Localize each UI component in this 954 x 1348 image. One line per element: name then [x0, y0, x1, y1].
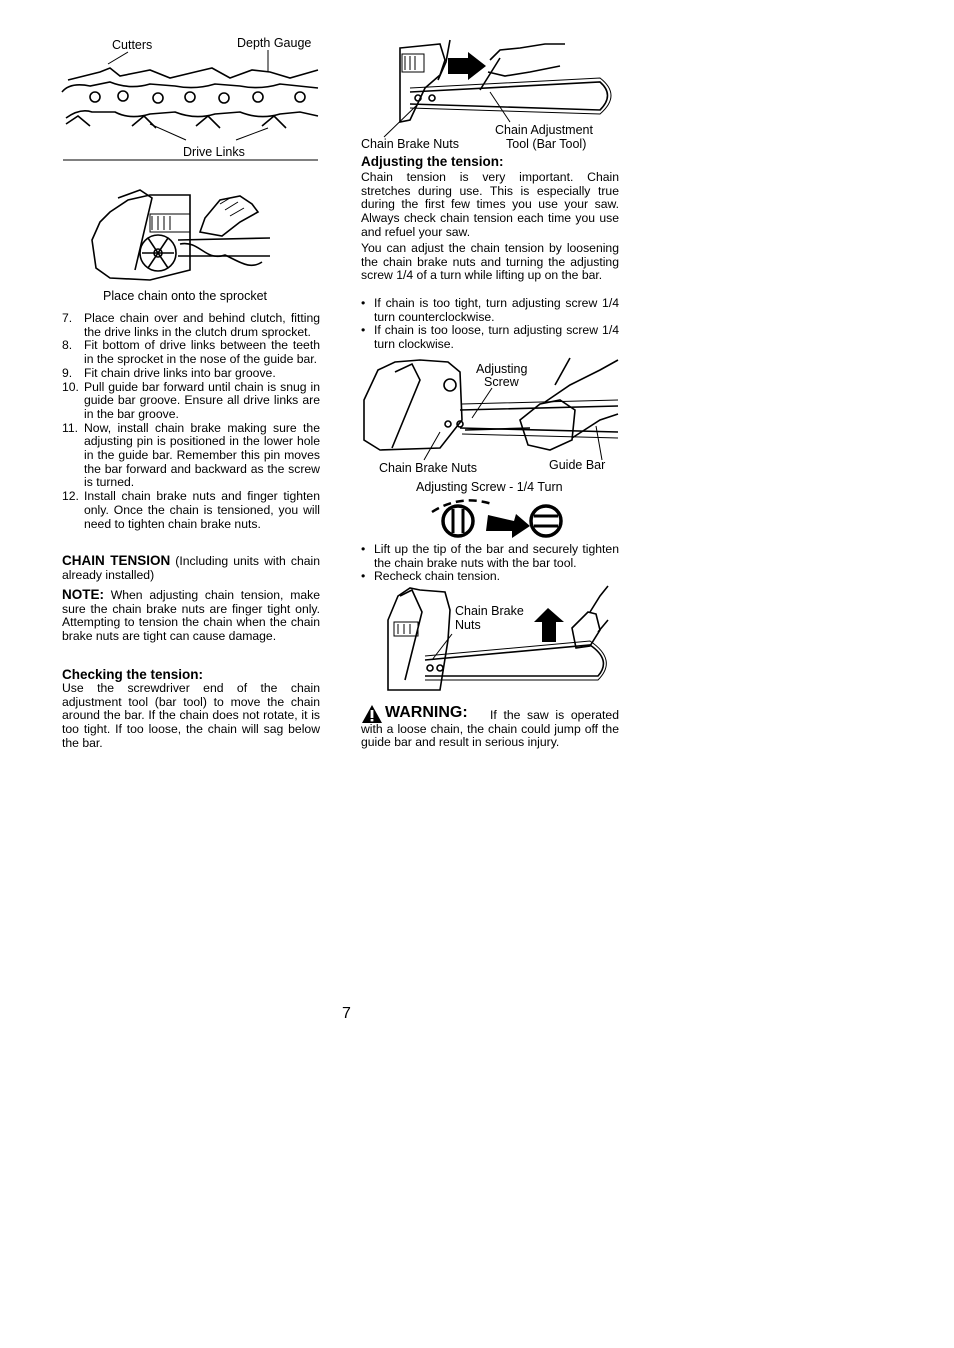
bar-tool-brake-nuts-label: Chain Brake Nuts: [361, 137, 459, 151]
chain-adjustment-tool-label-1: Chain Adjustment: [495, 123, 593, 137]
chain-adjustment-tool-label-2: Tool (Bar Tool): [506, 137, 587, 151]
sprocket-drawing: [91, 189, 271, 281]
note-paragraph: NOTE: When adjusting chain tension, make…: [62, 587, 320, 644]
quarter-turn-drawing: [431, 499, 563, 538]
adjusting-heading: Adjusting the tension:: [361, 154, 504, 169]
quarter-turn-caption: Adjusting Screw - 1/4 Turn: [416, 480, 563, 494]
adjust-direction-list: If chain is too tight, turn adjusting sc…: [361, 296, 619, 352]
chain-tension-heading: CHAIN TENSION: [62, 553, 171, 568]
adjusting-screw-label-1: Adjusting: [476, 362, 528, 376]
step-item: 7.Place chain over and behind clutch, fi…: [62, 311, 320, 339]
assembly-steps: 7.Place chain over and behind clutch, fi…: [62, 311, 320, 531]
step-item: 12.Install chain brake nuts and finger t…: [62, 489, 320, 531]
adjusting-screw-label-2: Screw: [484, 375, 519, 389]
bullet-item: Recheck chain tension.: [361, 570, 619, 584]
chain-drawing: [61, 50, 319, 161]
note-text: When adjusting chain tension, make sure …: [62, 588, 320, 644]
depth-gauge-label: Depth Gauge: [237, 36, 312, 50]
warning-icon: [362, 705, 382, 723]
cutters-label: Cutters: [112, 38, 153, 52]
chain-tension-section: CHAIN TENSION (Including units with chai…: [62, 553, 320, 582]
tighten-list: Lift up the tip of the bar and securely …: [361, 542, 619, 584]
step-item: 9.Fit chain drive links into bar groove.: [62, 365, 276, 380]
bullet-item: If chain is too tight, turn adjusting sc…: [361, 296, 619, 324]
checking-heading: Checking the tension:: [62, 667, 204, 682]
step-item: 8.Fit bottom of drive links between the …: [62, 338, 320, 367]
bullet-item: If chain is too loose, turn adjusting sc…: [361, 323, 619, 351]
lift-bar-drawing: [387, 585, 609, 691]
chain-tension-subtext: (Including units with chain already inst…: [62, 554, 320, 582]
adjusting-paragraph-1: Chain tension is very important. Chain s…: [361, 170, 619, 239]
guide-bar-label: Guide Bar: [549, 458, 606, 472]
sprocket-caption: Place chain onto the sprocket: [103, 289, 267, 303]
lift-brake-nuts-label-2: Nuts: [455, 618, 481, 632]
warning-text: If the saw is operated with a loose chai…: [361, 708, 619, 750]
note-label: NOTE:: [62, 587, 104, 602]
warning-label: WARNING:: [385, 704, 468, 721]
step-item: 10.Pull guide bar forward until chain is…: [62, 379, 320, 421]
adjusting-screw-drawing: [363, 357, 619, 461]
lift-brake-nuts-label-1: Chain Brake: [455, 604, 524, 618]
bullet-item: Lift up the tip of the bar and securely …: [361, 542, 619, 570]
adjusting-paragraph-2: You can adjust the chain tension by loos…: [361, 241, 619, 283]
checking-text: Use the screwdriver end of the chain adj…: [62, 681, 320, 750]
adjust-brake-nuts-label: Chain Brake Nuts: [379, 461, 477, 475]
step-item: 11.Now, install chain brake making sure …: [62, 420, 320, 490]
bar-tool-drawing: [383, 39, 612, 138]
drive-links-label: Drive Links: [183, 145, 245, 159]
page-number: 7: [342, 1005, 351, 1022]
